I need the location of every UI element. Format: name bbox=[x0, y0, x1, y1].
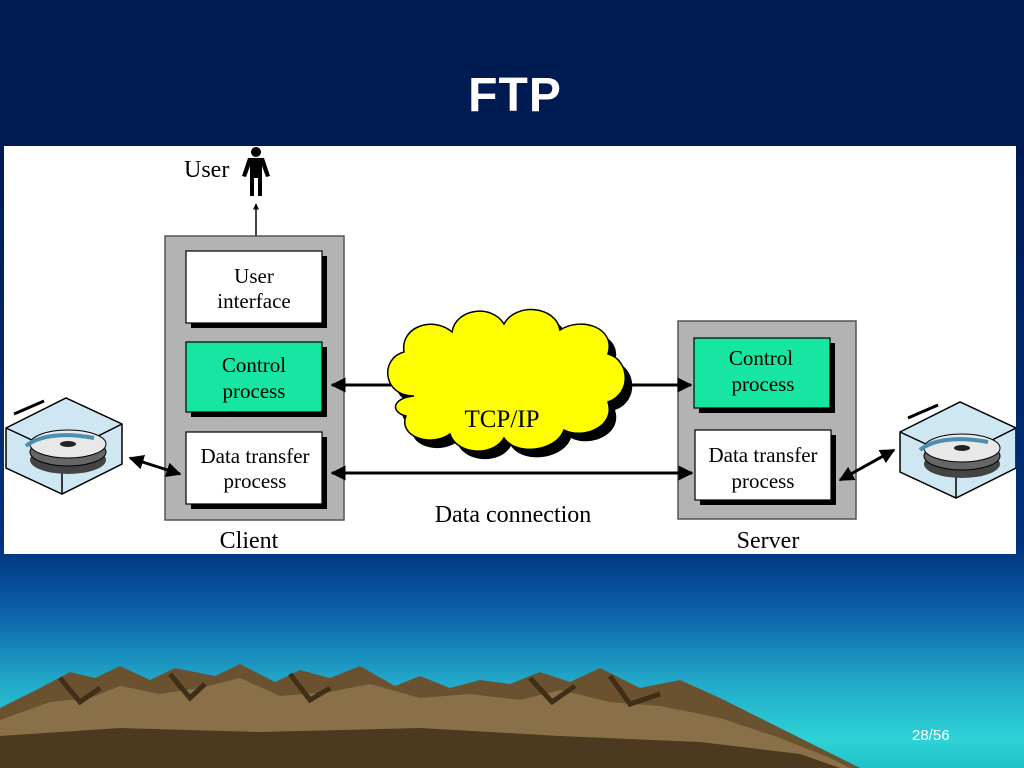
client-control-process-line2: process bbox=[223, 379, 286, 403]
server-control-process-line2: process bbox=[732, 372, 795, 396]
client-disk-arrow bbox=[128, 454, 182, 478]
client-user-interface-line2: interface bbox=[217, 289, 290, 313]
user-label: User bbox=[184, 157, 229, 183]
client-disk-icon bbox=[5, 397, 123, 495]
server-control-process-box bbox=[693, 337, 831, 409]
client-data-transfer-line1: Data transfer bbox=[200, 444, 309, 468]
data-connection-label: Data connection bbox=[435, 502, 592, 528]
mountains-decoration bbox=[0, 664, 860, 768]
server-data-transfer-line1: Data transfer bbox=[708, 443, 817, 467]
client-data-transfer-box bbox=[185, 431, 323, 505]
server-control-process-line1: Control bbox=[729, 346, 793, 370]
client-data-transfer-line2: process bbox=[224, 469, 287, 493]
ftp-diagram: User Client User interface Control proce… bbox=[4, 146, 1016, 554]
client-user-interface-line1: User bbox=[234, 264, 274, 288]
user-icon bbox=[242, 147, 270, 196]
server-data-transfer-line2: process bbox=[732, 469, 795, 493]
client-control-process-line1: Control bbox=[222, 353, 286, 377]
slide-title: FTP bbox=[468, 69, 562, 122]
client-user-interface-box bbox=[185, 250, 323, 324]
server-disk-icon bbox=[899, 401, 1016, 499]
server-label: Server bbox=[737, 528, 800, 554]
page-number: 28/56 bbox=[912, 727, 950, 744]
server-disk-arrow bbox=[838, 448, 896, 482]
tcp-ip-label: TCP/IP bbox=[464, 406, 539, 433]
server-data-transfer-box bbox=[694, 429, 832, 501]
tcp-ip-cloud bbox=[387, 308, 633, 460]
client-label: Client bbox=[220, 528, 279, 554]
client-control-process-box bbox=[185, 341, 323, 413]
